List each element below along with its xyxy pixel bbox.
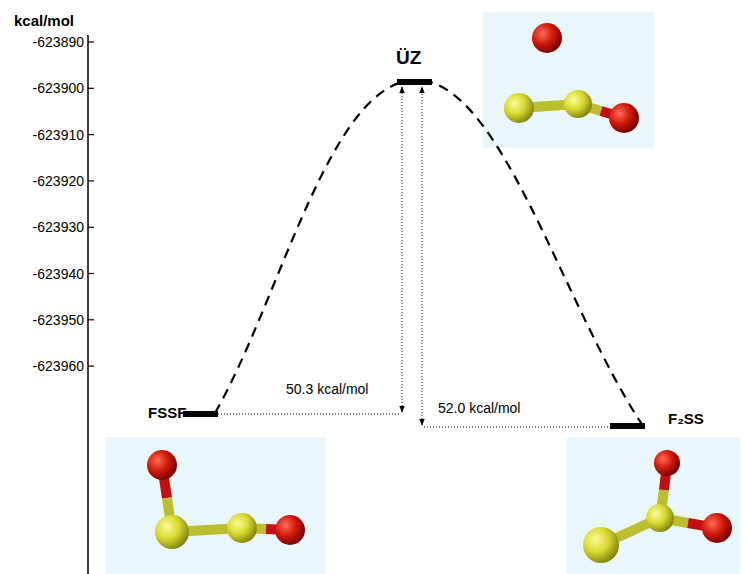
- energy-arrow: [402, 87, 403, 412]
- state-label: F₂SS: [668, 411, 704, 426]
- molecule-panel: [105, 437, 325, 574]
- guide-line: [218, 414, 400, 415]
- molecule-ts: [504, 23, 639, 133]
- state-label: FSSF: [148, 405, 186, 420]
- tick-value: -623890: [33, 35, 84, 49]
- energy-value: 50.3 kcal/mol: [284, 382, 370, 396]
- energy-level: [610, 423, 645, 429]
- state-label: ÜZ: [396, 48, 421, 67]
- tick-value: -623930: [33, 220, 84, 234]
- tick-value: -623900: [33, 81, 84, 95]
- energy-level: [183, 411, 218, 417]
- tick-value: -623920: [33, 174, 84, 188]
- tick-value: -623940: [33, 267, 84, 281]
- energy-arrow: [422, 87, 423, 425]
- tick-value: -623910: [33, 128, 84, 142]
- molecule-f2ss: [583, 450, 732, 563]
- y-axis: [87, 35, 89, 574]
- axis-ticks: [88, 42, 94, 366]
- guide-line: [424, 427, 610, 428]
- molecule-panel: [483, 12, 655, 148]
- energy-level: [397, 79, 432, 85]
- energy-value: 52.0 kcal/mol: [436, 401, 522, 415]
- axis-unit: kcal/mol: [14, 13, 74, 28]
- molecule-fssf: [147, 450, 305, 549]
- molecule-panel: [567, 437, 740, 574]
- reaction-path: [215, 80, 643, 426]
- tick-value: -623960: [33, 359, 84, 373]
- tick-value: -623950: [33, 313, 84, 327]
